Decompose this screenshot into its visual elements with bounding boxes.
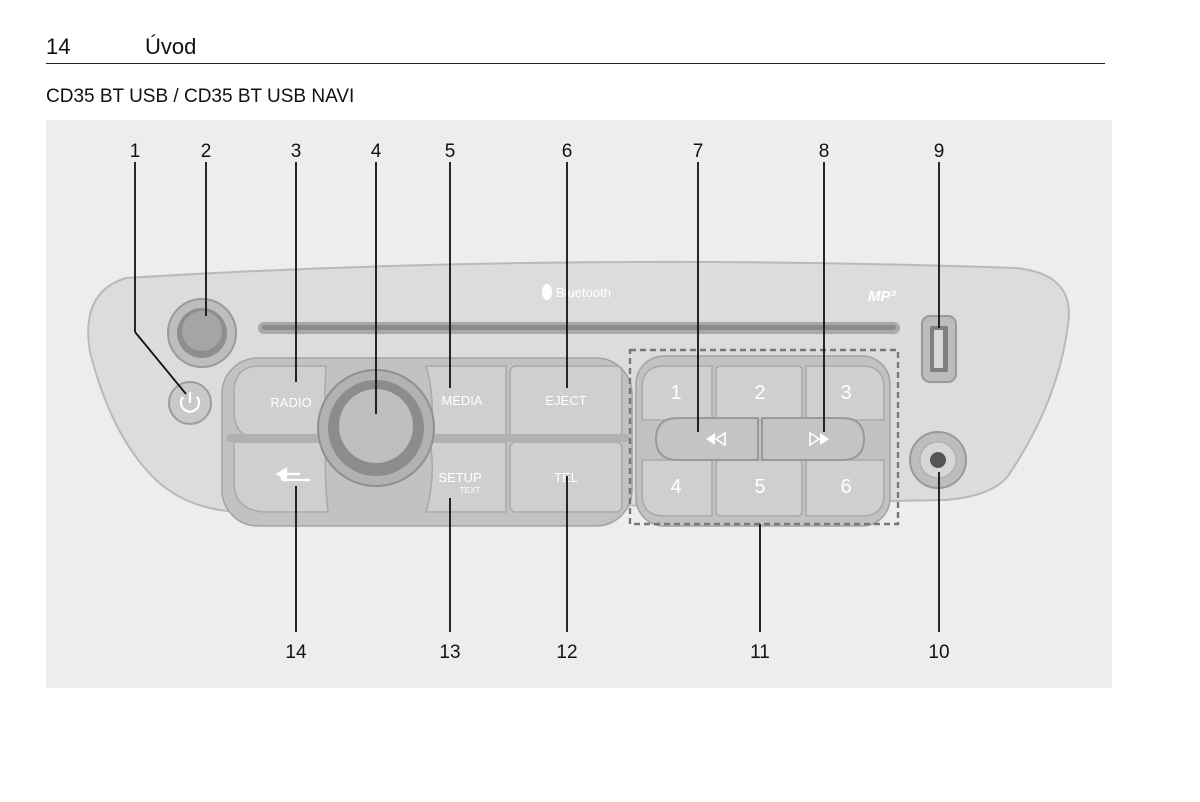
callout-13: 13 [439, 642, 460, 663]
radio-button[interactable]: RADIO [233, 365, 327, 439]
preset-area-highlight [628, 348, 900, 526]
callout-6: 6 [562, 141, 573, 162]
power-button[interactable] [168, 381, 212, 425]
media-button[interactable]: MEDIA [424, 365, 507, 439]
eject-button[interactable]: EJECT [509, 365, 623, 439]
rewind-icon [706, 431, 726, 447]
radio-panel-illustration: Bluetooth MP³ RADIO MEDIA EJECT [87, 141, 1070, 663]
eject-label: EJECT [545, 393, 586, 408]
aux-jack-icon [930, 452, 946, 468]
preset-button-5[interactable]: 5 [715, 459, 803, 517]
preset-label-1: 1 [670, 382, 681, 404]
callout-12: 12 [556, 642, 577, 663]
callout-9: 9 [934, 141, 945, 162]
seek-forward-button[interactable] [761, 417, 866, 461]
preset-button-1[interactable]: 1 [641, 365, 713, 421]
chapter-title: Úvod [145, 34, 197, 59]
tel-button[interactable]: TEL [509, 441, 623, 513]
preset-label-3: 3 [840, 382, 851, 404]
page-number: 14 [46, 34, 71, 59]
bluetooth-label: Bluetooth [556, 285, 611, 300]
usb-port[interactable] [921, 315, 957, 383]
callout-7: 7 [693, 141, 704, 162]
setup-sub-label: TEXT [460, 486, 481, 495]
preset-button-3[interactable]: 3 [805, 365, 885, 421]
preset-button-4[interactable]: 4 [641, 459, 713, 517]
media-label: MEDIA [441, 393, 483, 408]
callout-3: 3 [291, 141, 302, 162]
callout-5: 5 [445, 141, 456, 162]
mp3-logo: MP³ [868, 288, 897, 305]
setup-button[interactable]: SETUP TEXT [425, 441, 507, 513]
callout-1: 1 [130, 141, 141, 162]
back-button[interactable] [233, 441, 329, 513]
callout-2: 2 [201, 141, 212, 162]
preset-button-6[interactable]: 6 [805, 459, 885, 517]
callout-10: 10 [928, 642, 949, 663]
back-arrow-icon [275, 467, 310, 482]
power-icon [179, 392, 201, 413]
menu-knob[interactable] [317, 369, 435, 487]
radio-panel-figure: Bluetooth MP³ RADIO MEDIA EJECT [46, 120, 1112, 688]
callout-4: 4 [371, 141, 382, 162]
bluetooth-icon [542, 284, 552, 300]
aux-jack[interactable] [909, 431, 967, 489]
setup-label: SETUP [438, 470, 481, 485]
fast-forward-icon [809, 431, 829, 447]
radio-label: RADIO [270, 395, 311, 410]
seek-back-button[interactable] [654, 417, 759, 461]
callout-14: 14 [285, 642, 307, 663]
preset-label-2: 2 [754, 382, 765, 404]
callout-leader-lines [134, 162, 940, 632]
callout-11: 11 [750, 642, 770, 663]
bluetooth-logo: Bluetooth [542, 284, 611, 300]
section-title: CD35 BT USB / CD35 BT USB NAVI [46, 86, 355, 107]
callout-8: 8 [819, 141, 830, 162]
tel-label: TEL [554, 470, 578, 485]
preset-label-5: 5 [754, 476, 765, 498]
preset-label-6: 6 [840, 476, 851, 498]
header-divider [46, 63, 1105, 64]
preset-button-2[interactable]: 2 [715, 365, 803, 421]
volume-knob[interactable] [167, 298, 237, 368]
preset-label-4: 4 [670, 476, 681, 498]
